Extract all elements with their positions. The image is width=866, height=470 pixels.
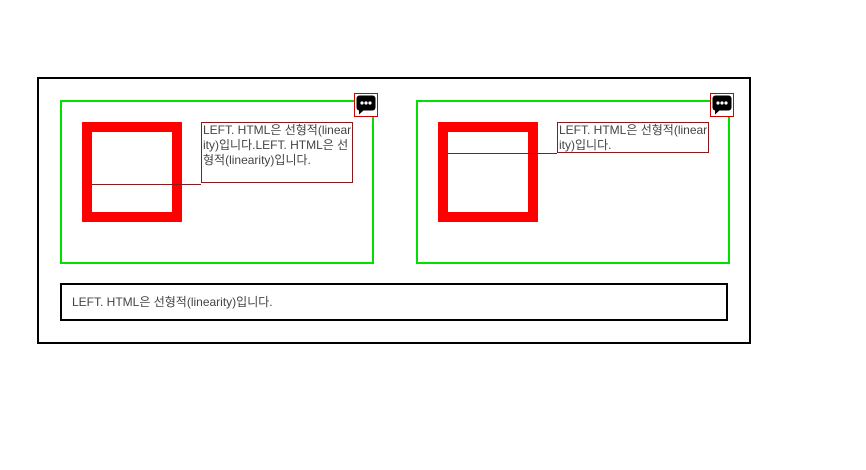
- right-caption: LEFT. HTML은 선형적(linearity)입니다.: [557, 122, 709, 153]
- main-container: LEFT. HTML은 선형적(linearity)입니다. LEFT. HTML…: [37, 77, 751, 344]
- left-image-frame: [82, 122, 182, 222]
- bottom-bar-text: LEFT. HTML은 선형적(linearity)입니다.: [72, 295, 273, 309]
- left-caption: LEFT. HTML은 선형적(linearity)입니다.LEFT. HTML…: [201, 122, 353, 183]
- right-card: LEFT. HTML은 선형적(linearity)입니다.: [416, 93, 734, 264]
- right-chat-button[interactable]: [710, 93, 734, 117]
- right-divider-line: [448, 153, 557, 154]
- left-card: LEFT. HTML은 선형적(linearity)입니다.LEFT. HTML…: [60, 93, 378, 264]
- left-divider-line: [92, 184, 201, 185]
- chat-bubble-icon: [712, 95, 732, 115]
- right-image-frame: [438, 122, 538, 222]
- bottom-bar: LEFT. HTML은 선형적(linearity)입니다.: [60, 283, 728, 321]
- left-chat-button[interactable]: [354, 93, 378, 117]
- chat-bubble-icon: [356, 95, 376, 115]
